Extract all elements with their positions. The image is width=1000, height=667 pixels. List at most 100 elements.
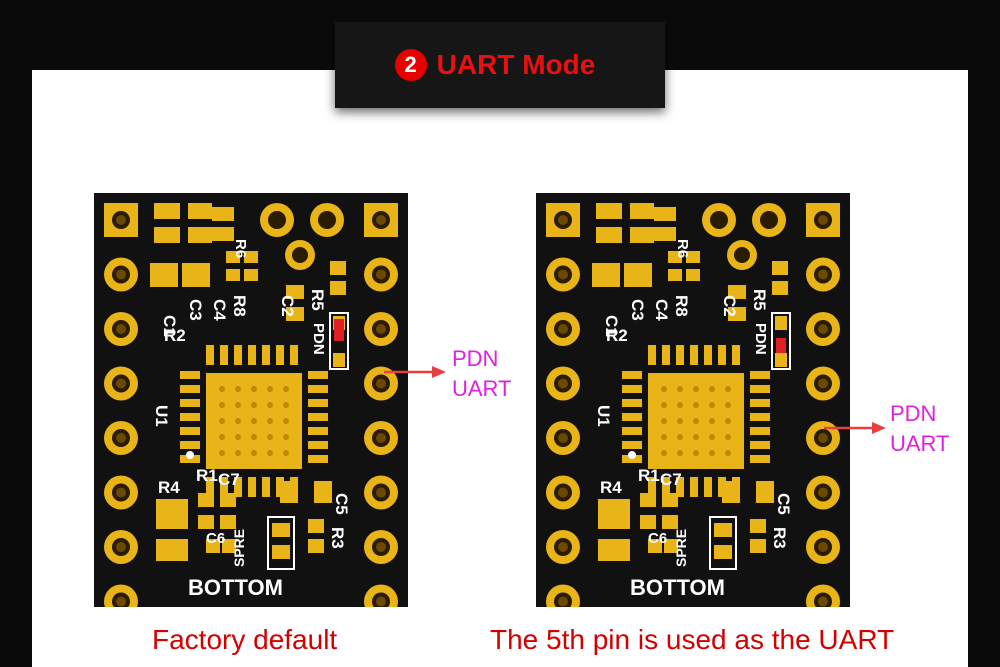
capacitor-pad (182, 263, 210, 287)
label-r1: R1 (196, 466, 218, 485)
capacitor-pad (592, 263, 620, 287)
ic-pin (750, 385, 770, 393)
smd-pad (220, 515, 236, 529)
smd-pad (198, 515, 214, 529)
uart-text: UART (890, 431, 950, 456)
smd-pad (188, 203, 212, 219)
label-c7: C7 (218, 470, 240, 489)
ic-pin (690, 477, 698, 497)
pin-hole-center (558, 324, 568, 334)
ic-pin (180, 413, 200, 421)
pin-hole-center (376, 215, 386, 225)
smd-pad (286, 285, 304, 299)
smd-pad (222, 539, 236, 553)
r4-pad (598, 539, 630, 561)
thermal-via (661, 418, 667, 424)
smd-pad (272, 545, 290, 559)
thermal-via (693, 434, 699, 440)
ic-pin (220, 345, 228, 365)
ic-pin (622, 371, 642, 379)
thermal-via (219, 450, 225, 456)
smd-pad (154, 203, 180, 219)
arrow-left-board (384, 366, 446, 378)
pin-hole-center (818, 542, 828, 552)
smd-pad (654, 207, 676, 221)
smd-pad (330, 261, 346, 275)
r4-pad (156, 499, 188, 529)
smd-pad (686, 251, 700, 263)
smd-pad (662, 515, 678, 529)
smd-pad (226, 251, 240, 263)
pin-hole-center (116, 269, 126, 280)
ic-pin (750, 427, 770, 435)
ic-pin (622, 427, 642, 435)
label-c7: C7 (660, 470, 682, 489)
spre-outline (267, 516, 295, 570)
smd-pad (212, 207, 234, 221)
pin-hole-center (116, 215, 126, 225)
thermal-via (677, 434, 683, 440)
ic-pin (750, 455, 770, 463)
via-hole (734, 247, 750, 263)
label-bottom: BOTTOM (188, 575, 283, 600)
ic-pin (750, 371, 770, 379)
smd-pad (220, 493, 236, 507)
smd-pad (648, 539, 662, 553)
label-r6: R6 (674, 239, 691, 258)
label-bottom: BOTTOM (630, 575, 725, 600)
ic-pin (648, 345, 656, 365)
ic-pin (662, 345, 670, 365)
ic-pin (622, 413, 642, 421)
label-r4: R4 (158, 478, 180, 497)
thermal-via (235, 386, 241, 392)
pdn-text: PDN (452, 346, 499, 371)
caption-uart-pin: The 5th pin is used as the UART (490, 624, 895, 655)
smd-pad (728, 307, 746, 321)
thermal-via (693, 402, 699, 408)
pdn-uart-label-right: PDN UART (890, 399, 950, 459)
capacitor-pad (150, 263, 178, 287)
thermal-via (677, 402, 683, 408)
thermal-via (693, 418, 699, 424)
pin-hole-center (116, 487, 126, 498)
ic-pin (262, 345, 270, 365)
label-u1: U1 (594, 405, 613, 427)
ic-pin (308, 371, 328, 379)
thermal-via (283, 450, 289, 456)
smd-pad (280, 481, 298, 503)
ic-pin (220, 477, 228, 497)
label-c5: C5 (332, 493, 351, 515)
ic-pin (308, 385, 328, 393)
label-u1: U1 (152, 405, 171, 427)
pdn-jumper-resistor (334, 319, 344, 341)
label-r3: R3 (770, 527, 789, 549)
thermal-via (693, 386, 699, 392)
label-r5: R5 (308, 289, 327, 311)
thermal-via (267, 418, 273, 424)
pin-hole-center (558, 215, 568, 225)
pdn-jumper-outline (771, 312, 791, 370)
label-r4: R4 (600, 478, 622, 497)
label-c4: C4 (210, 299, 229, 321)
pin-hole-center (818, 215, 828, 225)
smd-pad (308, 539, 324, 553)
smd-pad (188, 227, 212, 243)
ic-pin (662, 477, 670, 497)
pdn-text: PDN (890, 401, 937, 426)
smd-pad (154, 227, 180, 243)
ic-pin (704, 345, 712, 365)
label-r8: R8 (672, 295, 691, 317)
thermal-via (709, 386, 715, 392)
ic-pin (622, 399, 642, 407)
ic-pin (248, 477, 256, 497)
thermal-via (725, 418, 731, 424)
label-c1: C1 (602, 315, 621, 337)
thermal-via (219, 386, 225, 392)
smd-pad (775, 316, 787, 330)
pin-hole-center (818, 596, 828, 607)
thermal-via (725, 434, 731, 440)
thermal-via (267, 402, 273, 408)
caption-factory-default: Factory default (152, 624, 338, 655)
thermal-via (661, 450, 667, 456)
